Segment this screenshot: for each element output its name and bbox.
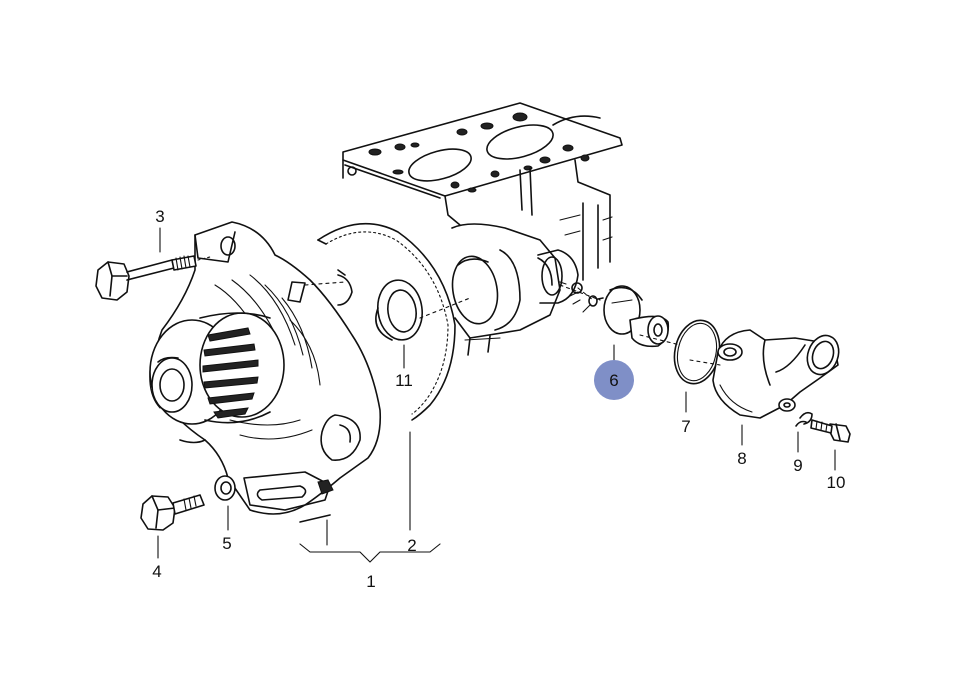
callout-2: 2: [407, 536, 416, 555]
callout-3: 3: [155, 207, 164, 226]
water-pump: [149, 221, 382, 523]
callout-highlight-marker: [594, 360, 634, 400]
pump-bolt-lower: [140, 494, 205, 531]
pump-gasket: [317, 222, 456, 421]
callout-8: 8: [737, 449, 746, 468]
callout-7: 7: [681, 417, 690, 436]
callout-10: 10: [827, 473, 846, 492]
callout-labels: 1 2 3 4 5 6 7 8 9 10 11: [152, 207, 845, 591]
engine-block: [342, 102, 623, 356]
pump-bolt-upper: [95, 255, 211, 301]
callout-6: 6: [609, 371, 618, 390]
assembly-lines: [304, 281, 721, 366]
callout-11: 11: [395, 371, 413, 390]
spring-clip: [795, 411, 813, 427]
coolant-flange: [712, 329, 840, 419]
thermostat: [588, 285, 670, 348]
washer: [214, 475, 236, 501]
callout-1: 1: [366, 572, 375, 591]
callout-5: 5: [222, 534, 231, 553]
callout-9: 9: [793, 456, 802, 475]
seal-ring: [375, 279, 423, 341]
callout-4: 4: [152, 562, 161, 581]
thermostat-seating-marks: [559, 281, 591, 313]
flange-bolt: [810, 419, 851, 443]
